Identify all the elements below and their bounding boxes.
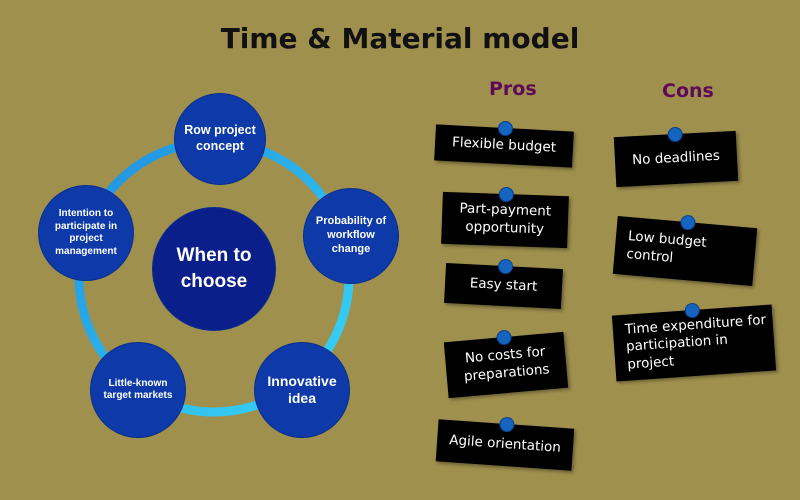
condition-node: Little-known target markets — [91, 343, 185, 437]
condition-label: Innovative idea — [267, 372, 337, 407]
pro-text: Part-payment opportunity — [459, 200, 552, 238]
pro-text: Easy start — [469, 275, 538, 295]
pin-icon — [497, 258, 513, 275]
condition-node: Intention to participate in project mana… — [39, 186, 133, 280]
pro-text: No costs for preparations — [463, 344, 551, 385]
con-text: Low budget control — [625, 228, 708, 266]
pin-icon — [679, 214, 697, 231]
condition-node: Row project concept — [175, 94, 265, 184]
con-note: Low budget control — [612, 214, 758, 286]
pro-text: Agile orientation — [448, 432, 562, 457]
con-note: Time expenditure for participation in pr… — [611, 302, 777, 382]
pro-text: Flexible budget — [451, 134, 557, 156]
pin-icon — [498, 186, 515, 203]
condition-node: Innovative idea — [255, 343, 349, 437]
condition-label: Row project concept — [184, 123, 256, 153]
pro-note: Flexible budget — [434, 120, 574, 168]
con-text: No deadlines — [631, 147, 721, 169]
page-title: Time & Material model — [220, 22, 580, 55]
condition-label: Probability of workflow change — [315, 215, 387, 255]
condition-node: Probability of workflow change — [304, 189, 398, 283]
center-label: When to choose — [176, 245, 252, 292]
pin-icon — [497, 120, 514, 137]
center-node: When to choose — [153, 208, 275, 330]
pin-icon — [495, 329, 513, 346]
pro-note: Part-payment opportunity — [441, 186, 569, 249]
pros-heading: Pros — [489, 78, 537, 100]
con-note: No deadlines — [613, 126, 739, 188]
cons-heading: Cons — [662, 80, 714, 102]
pin-icon — [498, 416, 515, 433]
con-text: Time expenditure for participation in pr… — [624, 311, 767, 373]
condition-label: Little-known target markets — [103, 377, 173, 402]
pro-note: Easy start — [444, 258, 563, 310]
condition-label: Intention to participate in project mana… — [54, 208, 118, 257]
pin-icon — [667, 126, 684, 143]
pro-note: No costs for preparations — [443, 329, 569, 399]
